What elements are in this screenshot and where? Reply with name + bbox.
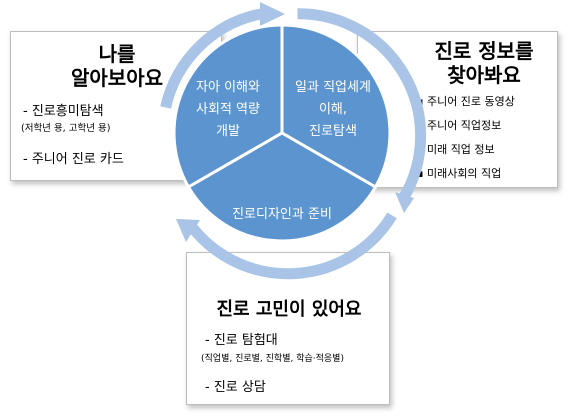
card-find-info: 진로 정보를 찾아봐요 ▪ 주니어 진로 동영상 ▪ 주니어 직업정보 ▪ 미래…: [357, 31, 558, 188]
card-right-title-line2: 찾아봐요: [447, 63, 521, 87]
segment-top-right-line1: 일과 직업세계: [295, 80, 371, 95]
segment-top-left-line3: 개발: [216, 124, 240, 139]
segment-top-left-line2: 사회적 역량: [196, 102, 260, 117]
segment-top-right-line2: 이해,: [319, 102, 347, 117]
segment-top-right-line3: 진로탐색: [309, 124, 357, 139]
item-career-explorer-note: (직업별, 진로별, 진학별, 학습·적응별): [201, 354, 344, 364]
item-career-interest-note: (저학년 용, 고학년 용): [21, 123, 111, 134]
arrow-up-left-icon: [176, 219, 200, 242]
segment-self-understanding: [172, 23, 284, 190]
item-career-counsel: - 진로 상담: [205, 380, 266, 395]
segment-world-of-work: [280, 23, 392, 190]
item-career-explorer: - 진로 탐험대: [205, 333, 278, 348]
item-junior-video: 주니어 진로 동영상: [426, 95, 515, 108]
item-future-society-job: 미래사회의 직업: [426, 167, 502, 180]
item-career-interest: - 진로흥미탐색: [23, 104, 104, 119]
card-right-title-line1: 진로 정보를: [434, 39, 534, 63]
card-left-title-line1: 나를: [98, 42, 136, 66]
card-bottom-title: 진로 고민이 있어요: [216, 299, 362, 320]
segment-top-left-line1: 자아 이해와: [196, 80, 260, 95]
arrow-down-right-icon: [395, 192, 414, 213]
cycle-segments: [172, 23, 392, 243]
segment-bottom-label: 진로디자인과 준비: [232, 207, 332, 222]
cycle-arrow-ring: [160, 2, 427, 280]
arrow-right-icon: [260, 2, 285, 26]
item-junior-career-card: - 주니어 진로 카드: [23, 152, 124, 167]
card-left-title-line2: 알아보아요: [71, 66, 163, 90]
item-future-job-info: 미래 직업 정보: [426, 143, 495, 156]
segment-career-design: [186, 131, 378, 243]
item-junior-job-info: 주니어 직업정보: [426, 119, 502, 132]
